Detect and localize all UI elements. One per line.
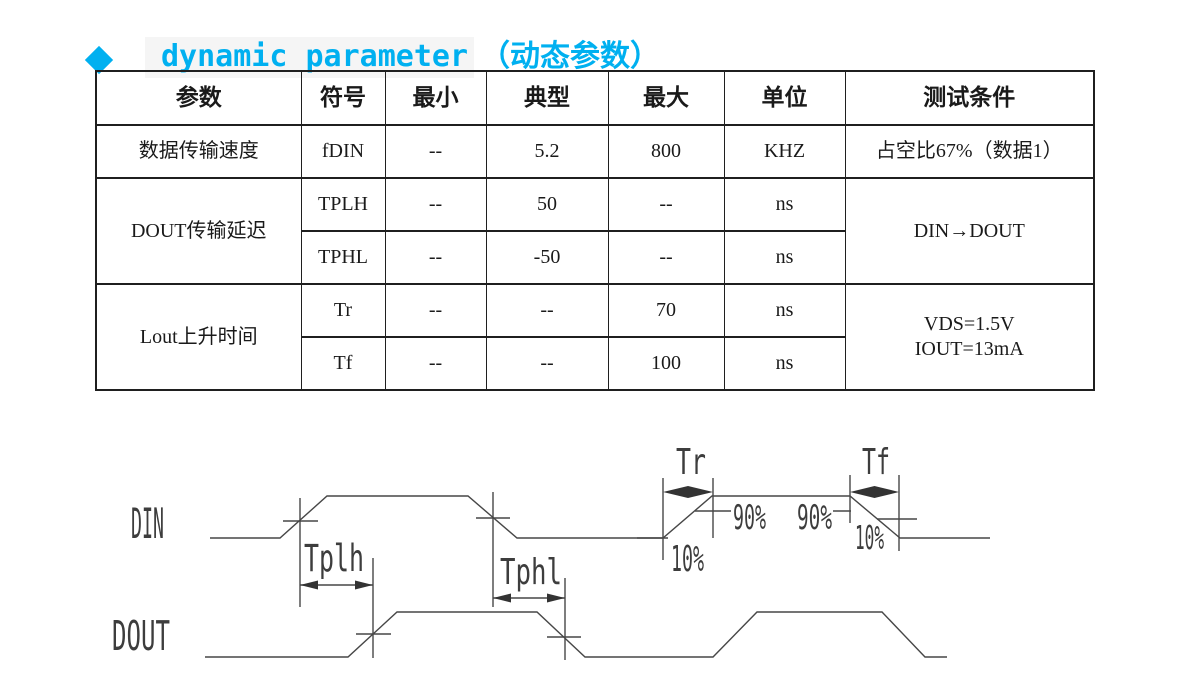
header-parameter: 参数 bbox=[95, 70, 302, 126]
table-row: DOUT传输延迟 TPLH -- 50 -- ns DIN→DOUT bbox=[95, 177, 1095, 285]
tplh-arrowhead-left bbox=[300, 580, 318, 590]
header-max: 最大 bbox=[607, 70, 725, 126]
tphl-arrowhead-right bbox=[547, 593, 565, 603]
header-typical: 典型 bbox=[485, 70, 609, 126]
cell-min: -- bbox=[384, 177, 487, 232]
cell-max: -- bbox=[607, 177, 725, 232]
table-header-row: 参数 符号 最小 典型 最大 单位 测试条件 bbox=[95, 70, 1095, 126]
cell-param: DOUT传输延迟 bbox=[95, 177, 302, 285]
tr-dimension-diamond bbox=[663, 486, 713, 498]
rise-10pct-label: 10% bbox=[671, 539, 704, 580]
fall-10pct-label: 10% bbox=[855, 518, 884, 557]
cell-min: -- bbox=[384, 283, 487, 338]
cell-max: 100 bbox=[607, 336, 725, 391]
cell-param: Lout上升时间 bbox=[95, 283, 302, 391]
tphl-arrowhead-left bbox=[493, 593, 511, 603]
cell-symbol: Tf bbox=[300, 336, 386, 391]
header-unit: 单位 bbox=[723, 70, 846, 126]
header-symbol: 符号 bbox=[300, 70, 386, 126]
tphl-label: Tphl bbox=[500, 552, 562, 593]
dout-signal-label: DOUT bbox=[112, 612, 170, 660]
cell-symbol: TPLH bbox=[300, 177, 386, 232]
cell-typ: -- bbox=[485, 283, 609, 338]
cell-typ: -- bbox=[485, 336, 609, 391]
dynamic-parameter-table: 参数 符号 最小 典型 最大 单位 测试条件 数据传输速度 fDIN -- 5.… bbox=[95, 70, 1095, 391]
cell-condition: DIN→DOUT bbox=[844, 177, 1095, 285]
section-title-zh: （动态参数） bbox=[480, 40, 661, 73]
cell-max: -- bbox=[607, 230, 725, 285]
tplh-label: Tplh bbox=[304, 537, 364, 580]
tf-dimension-diamond bbox=[850, 486, 899, 498]
cell-unit: KHZ bbox=[723, 124, 846, 179]
cell-unit: ns bbox=[723, 230, 846, 285]
timing-diagram: DIN DOUT Tplh Tphl Tr Tf 10% 90% 90% 10% bbox=[112, 442, 990, 660]
cell-param: 数据传输速度 bbox=[95, 124, 302, 179]
cell-max: 800 bbox=[607, 124, 725, 179]
condition-lines: VDS=1.5V IOUT=13mA bbox=[915, 312, 1024, 362]
cell-symbol: fDIN bbox=[300, 124, 386, 179]
condition-line-1: VDS=1.5V bbox=[923, 313, 1015, 335]
cell-unit: ns bbox=[723, 283, 846, 338]
cell-typ: -50 bbox=[485, 230, 609, 285]
cell-min: -- bbox=[384, 230, 487, 285]
table-row: TPHL -- -50 -- ns bbox=[96, 230, 1094, 285]
cell-symbol: TPHL bbox=[300, 230, 386, 285]
cell-condition: 占空比67%（数据1） bbox=[844, 124, 1095, 179]
condition-line-2: IOUT=13mA bbox=[914, 338, 1024, 360]
table-row: Lout上升时间 Tr -- -- 70 ns VDS=1.5V IOUT=13… bbox=[95, 283, 1095, 391]
din-signal-label: DIN bbox=[131, 499, 164, 548]
measurement-marker-lines bbox=[283, 475, 917, 660]
cell-typ: 50 bbox=[485, 177, 609, 232]
cell-min: -- bbox=[384, 336, 487, 391]
cell-typ: 5.2 bbox=[485, 124, 609, 179]
header-test-condition: 测试条件 bbox=[844, 70, 1095, 126]
tf-label: Tf bbox=[862, 442, 890, 483]
cell-max: 70 bbox=[607, 283, 725, 338]
cell-unit: ns bbox=[723, 336, 846, 391]
tr-label: Tr bbox=[676, 442, 706, 483]
cell-unit: ns bbox=[723, 177, 846, 232]
table-row: 数据传输速度 fDIN -- 5.2 800 KHZ 占空比67%（数据1） bbox=[95, 124, 1095, 179]
fall-90pct-label: 90% bbox=[797, 498, 832, 538]
header-min: 最小 bbox=[384, 70, 487, 126]
table-row: Tf -- -- 100 ns bbox=[96, 336, 1094, 391]
dout-waveform bbox=[205, 611, 947, 658]
cell-condition: VDS=1.5V IOUT=13mA bbox=[844, 283, 1095, 391]
cell-min: -- bbox=[384, 124, 487, 179]
rise-90pct-label: 90% bbox=[733, 498, 766, 538]
cell-symbol: Tr bbox=[300, 283, 386, 338]
tplh-arrowhead-right bbox=[355, 580, 373, 590]
din-waveform bbox=[210, 495, 990, 539]
